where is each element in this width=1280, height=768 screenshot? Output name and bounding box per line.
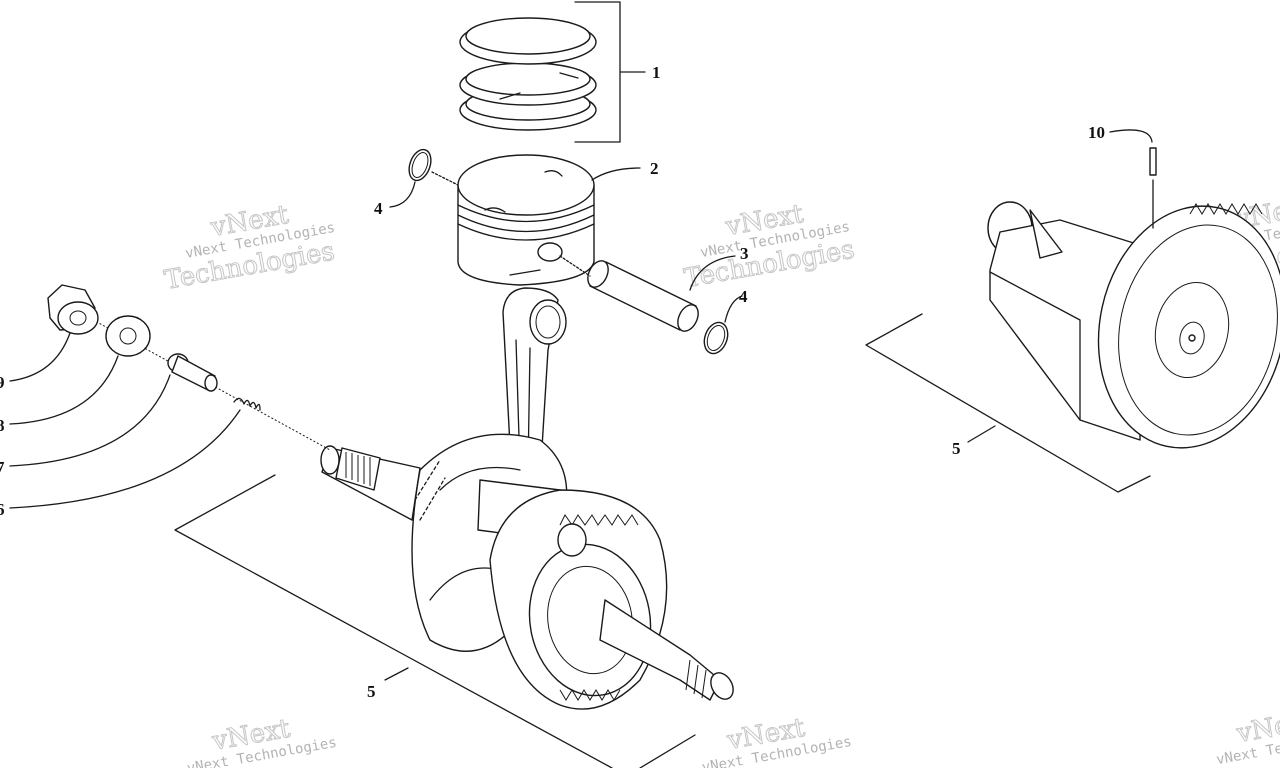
watermark-left: vNext Technologies vNext Technologies <box>162 199 338 296</box>
balancer-shaft <box>987 201 1280 449</box>
callout-8: 8 <box>0 416 5 435</box>
ring-set-bracket <box>574 1 646 143</box>
roll-pin <box>1149 147 1157 176</box>
leader-3 <box>689 255 736 291</box>
axis-line-upper-clip <box>431 171 459 186</box>
callout-4b: 4 <box>739 287 748 306</box>
leader-6 <box>9 409 241 509</box>
leader-8 <box>9 355 119 425</box>
pin-axis-line <box>559 255 591 277</box>
piston-ring-set <box>459 17 597 131</box>
spring <box>233 397 261 411</box>
piston-pin <box>587 260 699 332</box>
circlip-upper <box>408 148 432 182</box>
watermark-center: vNext Technologies vNext Technologies <box>682 198 858 294</box>
leader-7 <box>9 374 171 467</box>
callout-7: 7 <box>0 458 5 477</box>
callout-4a: 4 <box>374 199 383 218</box>
balancer-group-outline <box>865 313 1151 493</box>
leader-4a <box>389 181 416 208</box>
crankshaft <box>320 433 734 710</box>
leader-4b <box>724 295 743 323</box>
circlip-lower <box>703 321 729 355</box>
drive-key-pin <box>167 353 218 392</box>
callout-3: 3 <box>740 244 749 263</box>
callout-5b: 5 <box>952 439 961 458</box>
leader-5b <box>967 425 996 443</box>
piston <box>457 154 595 286</box>
leader-2 <box>591 167 641 181</box>
callout-1: 1 <box>652 63 661 82</box>
callout-9: 9 <box>0 373 5 392</box>
watermark-bottom-center: vNext vNext Technologies <box>701 712 853 768</box>
washer <box>105 315 151 357</box>
flange-nut <box>47 284 99 335</box>
callout-5a: 5 <box>367 682 376 701</box>
leader-5a <box>384 667 409 681</box>
balancer-gear-teeth <box>1189 203 1263 215</box>
watermark-bottom-right: vNext vNext Technologies <box>1215 705 1280 768</box>
crankshaft-group-outline <box>174 474 696 768</box>
callout-10: 10 <box>1088 123 1105 142</box>
callout-2: 2 <box>650 159 659 178</box>
leader-9 <box>9 332 71 382</box>
callout-6: 6 <box>0 500 5 519</box>
leader-10 <box>1109 129 1154 229</box>
watermark-bottom-left: vNext vNext Technologies <box>186 713 338 768</box>
